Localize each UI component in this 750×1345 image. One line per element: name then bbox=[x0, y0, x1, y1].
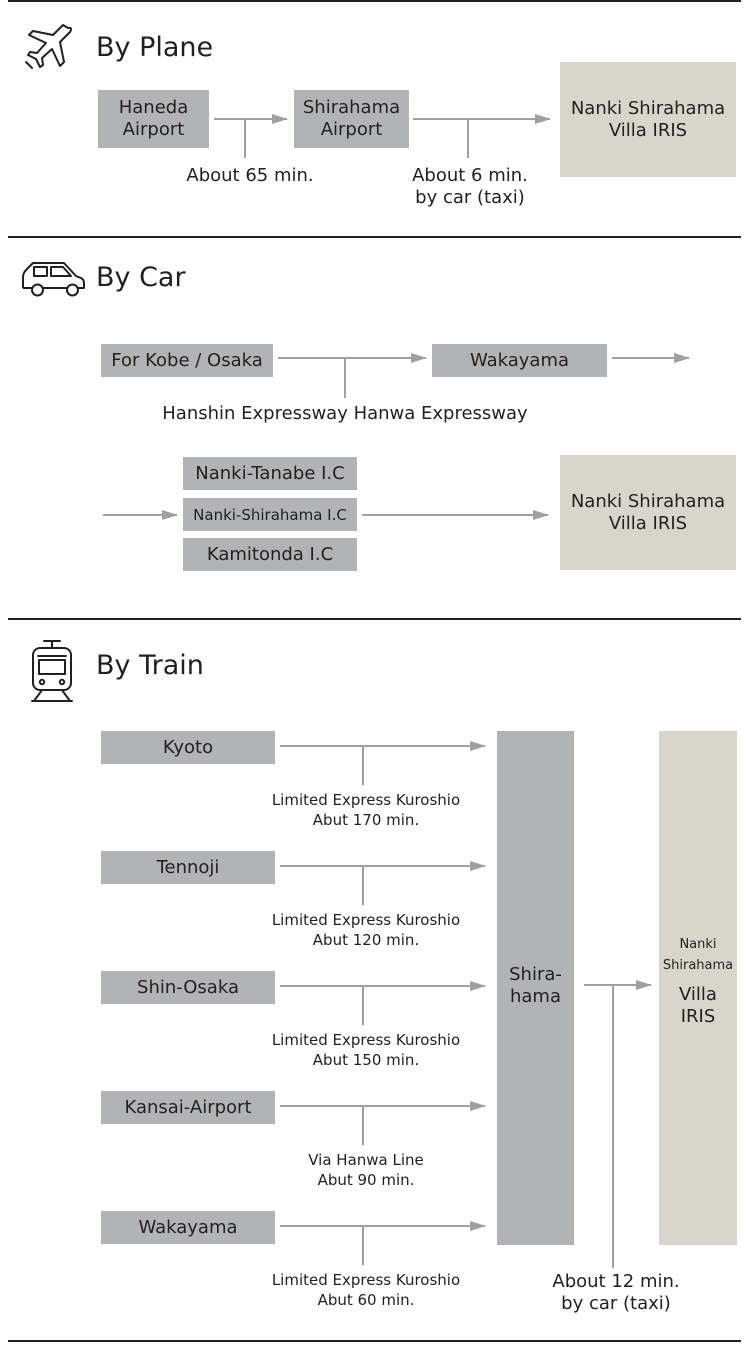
car-destination-box: Nanki Shirahama Villa IRIS bbox=[560, 455, 736, 570]
car-section-title: By Car bbox=[96, 262, 186, 293]
section-divider bbox=[8, 0, 741, 2]
station-box: Wakayama bbox=[101, 1211, 275, 1244]
train-section-title: By Train bbox=[96, 650, 204, 681]
station-box: Shin-Osaka bbox=[101, 971, 275, 1004]
interchange-box: Nanki-Shirahama I.C bbox=[183, 498, 357, 531]
plane-taxi-time-label: About 6 min. by car (taxi) bbox=[412, 165, 528, 208]
route-detail-label: Limited Express Kuroshio Abut 150 min. bbox=[271, 1031, 461, 1069]
interchange-box: Nanki-Tanabe I.C bbox=[183, 457, 357, 490]
haneda-airport-box: Haneda Airport bbox=[98, 90, 209, 148]
station-box: Kansai-Airport bbox=[101, 1091, 275, 1124]
section-divider bbox=[8, 236, 741, 238]
expressway-label: Hanshin Expressway Hanwa Expressway bbox=[162, 403, 528, 424]
train-icon bbox=[28, 639, 76, 703]
section-divider bbox=[8, 618, 741, 620]
route-detail-label: Limited Express Kuroshio Abut 120 min. bbox=[271, 911, 461, 949]
shirahama-hub-box: Shira- hama bbox=[497, 731, 574, 1245]
plane-destination-box: Nanki Shirahama Villa IRIS bbox=[560, 62, 736, 177]
car-icon bbox=[20, 259, 86, 299]
destination-name-large: Villa IRIS bbox=[679, 984, 717, 1027]
section-divider bbox=[8, 1340, 741, 1342]
kobe-osaka-box: For Kobe / Osaka bbox=[101, 344, 273, 377]
airplane-icon bbox=[24, 24, 74, 70]
station-box: Tennoji bbox=[101, 851, 275, 884]
plane-flight-time-label: About 65 min. bbox=[186, 165, 314, 186]
station-box: Kyoto bbox=[101, 731, 275, 764]
shirahama-airport-box: Shirahama Airport bbox=[294, 90, 409, 148]
interchange-box: Kamitonda I.C bbox=[183, 538, 357, 571]
train-taxi-time-label: About 12 min. by car (taxi) bbox=[552, 1271, 680, 1314]
destination-name-small: Nanki Shirahama bbox=[662, 937, 734, 973]
route-detail-label: Limited Express Kuroshio Abut 60 min. bbox=[271, 1271, 461, 1309]
route-detail-label: Limited Express Kuroshio Abut 170 min. bbox=[271, 791, 461, 829]
plane-section-title: By Plane bbox=[96, 32, 214, 63]
wakayama-car-box: Wakayama bbox=[432, 344, 607, 377]
route-detail-label: Via Hanwa Line Abut 90 min. bbox=[308, 1151, 424, 1189]
train-destination-box: Nanki Shirahama Villa IRIS bbox=[659, 731, 737, 1245]
